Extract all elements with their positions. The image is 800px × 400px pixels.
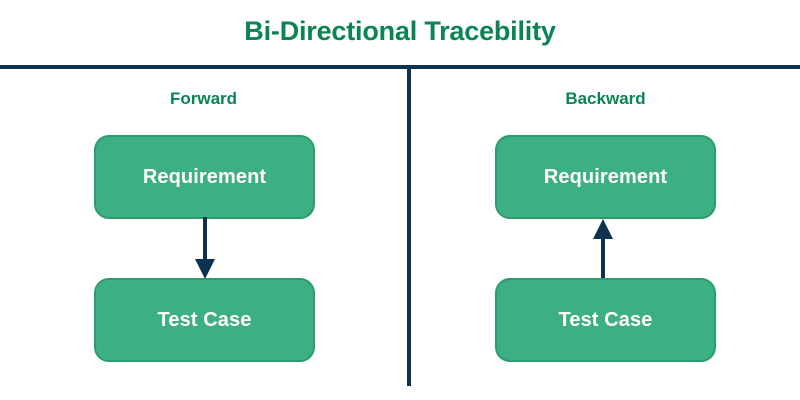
vertical-divider [407, 65, 411, 386]
forward-test-case-label: Test Case [157, 308, 252, 331]
forward-test-case-box: Test Case [94, 278, 315, 362]
backward-test-case-label: Test Case [558, 308, 653, 331]
forward-requirement-label: Requirement [142, 165, 267, 188]
panel-forward: Forward Requirement Test Case [0, 69, 407, 400]
backward-arrow-up-icon [593, 219, 613, 281]
page-title: Bi-Directional Tracebility [244, 16, 556, 46]
backward-test-case-box: Test Case [495, 278, 716, 362]
forward-arrow-down-icon [195, 217, 215, 279]
backward-requirement-label: Requirement [543, 165, 668, 188]
horizontal-divider [0, 65, 800, 69]
panel-backward: Backward Requirement Test Case [411, 69, 800, 400]
backward-requirement-box: Requirement [495, 135, 716, 219]
panel-forward-title: Forward [169, 89, 238, 108]
forward-requirement-box: Requirement [94, 135, 315, 219]
panel-backward-title: Backward [565, 89, 646, 108]
